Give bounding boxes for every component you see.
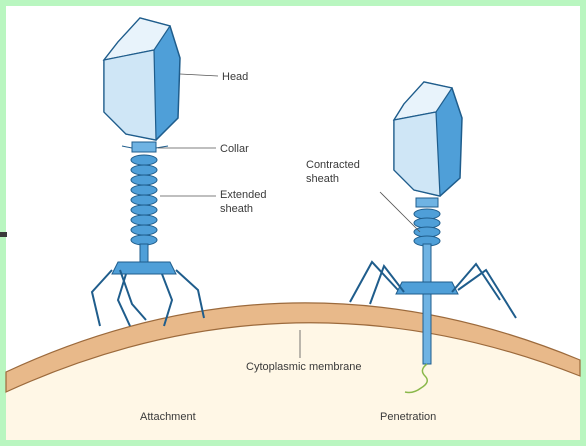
phage-collar-right — [416, 198, 438, 207]
phage-contracted-sheath — [414, 209, 440, 246]
phage-head-right-face — [394, 112, 440, 196]
label-head: Head — [222, 71, 248, 83]
label-collar: Collar — [220, 143, 249, 155]
label-contracted-sheath-1: Contracted — [306, 159, 360, 171]
phage-collar-left — [132, 142, 156, 152]
label-attachment: Attachment — [140, 411, 196, 423]
label-extended-sheath-1: Extended — [220, 189, 266, 201]
phage-extended-sheath — [131, 155, 157, 245]
phage-attachment — [92, 18, 204, 326]
phage-baseplate-right — [396, 282, 458, 294]
phage-head-left-face — [104, 50, 156, 140]
phage-tail-tube — [423, 244, 431, 364]
label-cytoplasmic-membrane: Cytoplasmic membrane — [246, 361, 362, 373]
label-penetration: Penetration — [380, 411, 436, 423]
label-extended-sheath-2: sheath — [220, 203, 253, 215]
label-contracted-sheath-2: sheath — [306, 173, 339, 185]
